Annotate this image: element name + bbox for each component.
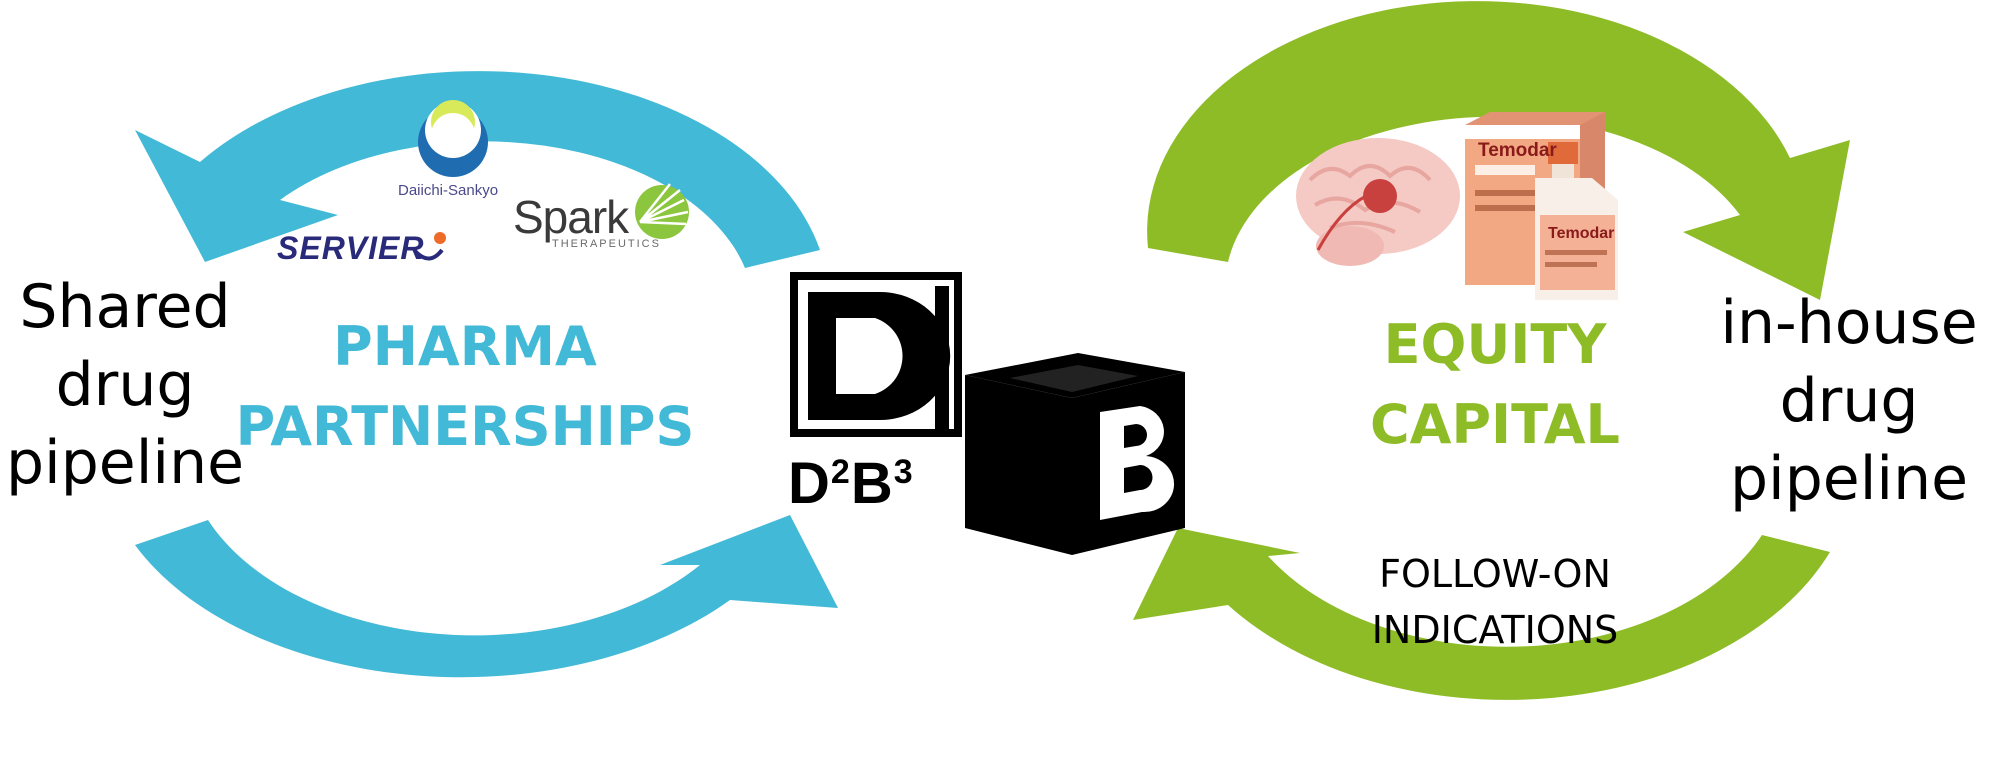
d2b3-wordmark: D2B3 xyxy=(788,450,914,517)
daiichi-sankyo-logo xyxy=(418,100,488,177)
in-house-drug-pipeline-label: in-house drug pipeline xyxy=(1714,284,1984,518)
title-line: EQUITY xyxy=(1383,313,1607,376)
pipeline-line: drug xyxy=(55,350,195,420)
follow-on-indications-label: FOLLOW-ON INDICATIONS xyxy=(1330,546,1660,658)
pipeline-line: Shared xyxy=(19,272,231,342)
pipeline-line: in-house xyxy=(1720,288,1978,358)
temodar-box-label: Temodar xyxy=(1478,140,1557,161)
right-cycle-arrows xyxy=(1133,1,1850,700)
equity-capital-title: EQUITY CAPITAL xyxy=(1335,305,1655,465)
followon-line: INDICATIONS xyxy=(1371,608,1619,652)
pipeline-line: drug xyxy=(1779,366,1919,436)
title-line: PARTNERSHIPS xyxy=(235,395,695,458)
title-line: CAPITAL xyxy=(1370,393,1620,456)
shared-drug-pipeline-label: Shared drug pipeline xyxy=(0,268,250,502)
title-line: PHARMA xyxy=(333,315,597,378)
temodar-package-and-vial xyxy=(1465,112,1618,300)
temodar-vial-label: Temodar xyxy=(1548,225,1615,242)
spark-wordmark: Spark xyxy=(513,191,629,243)
green-top-arrow xyxy=(1147,1,1850,300)
green-bottom-arrow xyxy=(1133,528,1830,700)
blue-top-arrow xyxy=(135,71,820,269)
spark-leaf-icon xyxy=(635,183,689,239)
pharma-partnerships-title: PHARMA PARTNERSHIPS xyxy=(235,307,695,467)
pipeline-line: pipeline xyxy=(5,428,245,498)
letter-d-glyph xyxy=(808,292,951,420)
brain-illustration-icon xyxy=(1296,138,1460,266)
wordmark-sup-3: 3 xyxy=(893,453,914,491)
servier-star-icon xyxy=(414,232,446,261)
wordmark-d: D xyxy=(788,451,831,516)
spark-therapeutics-subtitle: THERAPEUTICS xyxy=(552,238,661,250)
pipeline-line: pipeline xyxy=(1729,444,1969,514)
wordmark-sup-2: 2 xyxy=(830,453,851,491)
blue-bottom-arrow xyxy=(135,515,838,678)
d2b3-logo xyxy=(790,272,1185,555)
b-cube-left xyxy=(965,375,1072,555)
followon-line: FOLLOW-ON xyxy=(1379,552,1611,596)
left-cycle-arrows xyxy=(135,71,838,678)
letter-b-glyph xyxy=(1100,406,1175,520)
wordmark-b: B xyxy=(850,451,894,516)
servier-wordmark: SERVIER xyxy=(277,230,425,266)
daiichi-sankyo-wordmark: Daiichi-Sankyo xyxy=(398,182,499,199)
